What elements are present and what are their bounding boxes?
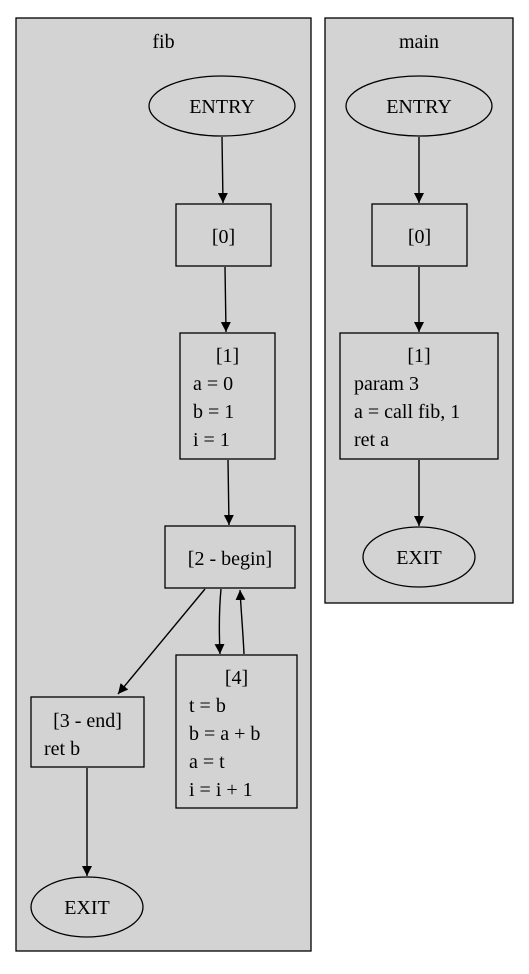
main-block-0: [0]: [371, 203, 468, 267]
fib-entry-node: ENTRY: [148, 75, 296, 137]
fib-block-4-shape: [175, 654, 298, 809]
fib-exit-node: EXIT: [30, 876, 144, 938]
cluster-fib: fib ENTRY [0] [1] a = 0 b = 1 i = 1 [2 -…: [15, 17, 312, 952]
fib-block-4-line-3: a = t: [189, 751, 225, 773]
fib-exit-label: EXIT: [64, 897, 110, 919]
fib-entry-shape: [148, 75, 296, 137]
main-block-0-label: [0]: [408, 226, 431, 248]
main-block-0-shape: [371, 203, 468, 267]
fib-block-1-shape: [179, 332, 276, 460]
fib-block-1: [1] a = 0 b = 1 i = 1: [179, 332, 276, 460]
fib-block-1-line-1: a = 0: [193, 373, 233, 395]
edge-fib-b2-to-b3: [117, 588, 206, 695]
main-block-1-shape: [339, 332, 499, 460]
cluster-main-title: main: [399, 31, 439, 53]
fib-block-4-line-0: [4]: [225, 667, 248, 689]
fib-block-4-line-2: b = a + b: [189, 723, 260, 745]
edge-fib-entry-to-b0: [217, 136, 228, 204]
main-block-1-line-2: a = call fib, 1: [354, 401, 460, 423]
main-entry-node: ENTRY: [345, 75, 493, 137]
edge-fib-b0-to-b1: [220, 266, 231, 333]
fib-block-4: [4] t = b b = a + b a = t i = i + 1: [175, 654, 298, 809]
main-entry-label: ENTRY: [386, 96, 452, 118]
fib-block-1-line-0: [1]: [216, 345, 239, 367]
fib-block-1-line-2: b = 1: [193, 401, 234, 423]
cluster-fib-box: [15, 17, 312, 952]
fib-block-4-line-4: i = i + 1: [189, 779, 253, 801]
fib-block-3-line-1: ret b: [44, 738, 80, 760]
main-block-1: [1] param 3 a = call fib, 1 ret a: [339, 332, 499, 460]
edges: [82, 136, 424, 876]
fib-entry-label: ENTRY: [189, 96, 255, 118]
main-block-1-line-0: [1]: [407, 345, 430, 367]
fib-block-2-shape: [164, 525, 296, 589]
main-entry-shape: [345, 75, 493, 137]
edge-fib-b2-to-b4: [214, 588, 225, 655]
cluster-fib-title: fib: [152, 31, 174, 53]
fib-block-3-shape: [30, 696, 145, 768]
fib-block-0-shape: [175, 203, 272, 267]
main-block-1-line-1: param 3: [354, 373, 419, 395]
fib-block-3: [3 - end] ret b: [30, 696, 145, 768]
fib-block-0-label: [0]: [212, 226, 235, 248]
edge-fib-b4-to-b2: [235, 589, 246, 655]
main-exit-shape: [362, 526, 476, 588]
edge-fib-b1-to-b2: [223, 459, 234, 526]
main-exit-node: EXIT: [362, 526, 476, 588]
fib-block-0: [0]: [175, 203, 272, 267]
fib-block-2-label: [2 - begin]: [188, 548, 272, 570]
fib-block-1-line-3: i = 1: [193, 429, 230, 451]
fib-exit-shape: [30, 876, 144, 938]
main-block-1-line-3: ret a: [354, 429, 389, 451]
main-exit-label: EXIT: [396, 547, 442, 569]
fib-block-4-line-1: t = b: [189, 695, 226, 717]
fib-block-2: [2 - begin]: [164, 525, 296, 589]
fib-block-3-line-0: [3 - end]: [53, 710, 122, 732]
